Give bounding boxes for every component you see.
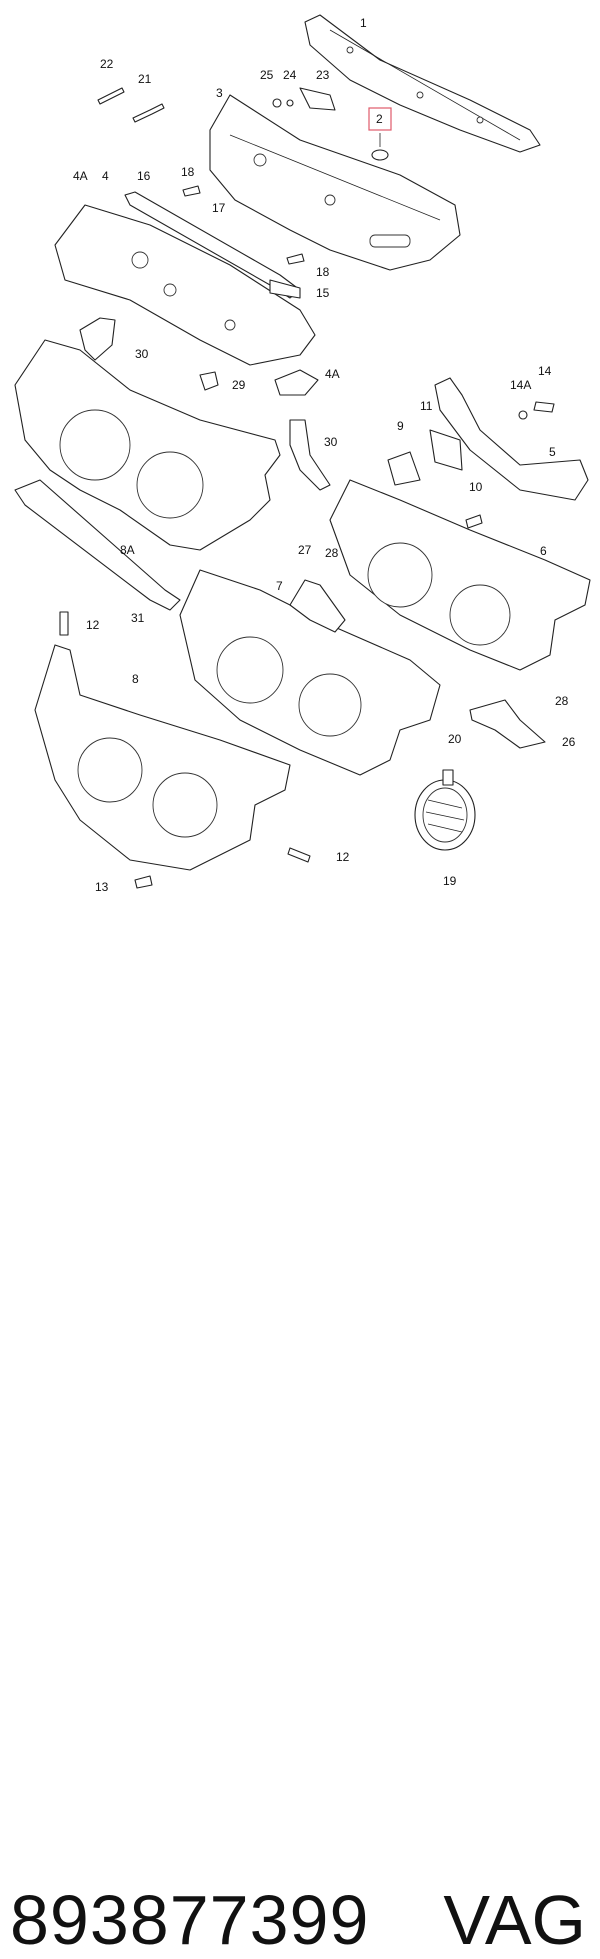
- part-number: 893877399: [10, 1881, 370, 1959]
- callout-6: 6: [540, 544, 547, 558]
- highlight-box: [368, 107, 392, 131]
- callout-18a: 18: [181, 165, 195, 179]
- callout-15: 15: [316, 286, 330, 300]
- exploded-parts-diagram: 1 2 3 4 4A 4A 5 6 7 8 8A 9 10 11 12 12 1…: [14, 14, 591, 894]
- callout-10: 10: [469, 480, 483, 494]
- part-6-lock-carrier: [329, 479, 591, 671]
- callout-1: 1: [360, 16, 367, 30]
- part-9-11-brackets: [387, 429, 463, 486]
- callout-18b: 18: [316, 265, 330, 279]
- callout-14: 14: [538, 364, 552, 378]
- part-27-bracket: [289, 579, 346, 633]
- callout-25: 25: [260, 68, 274, 82]
- part-19-grille: [414, 779, 476, 851]
- callout-27: 27: [298, 543, 312, 557]
- callout-29: 29: [232, 378, 246, 392]
- callout-2: 2: [376, 112, 383, 126]
- callout-26: 26: [562, 735, 576, 749]
- callout-30a: 30: [135, 347, 149, 361]
- part-29-grommet: [199, 371, 219, 391]
- callout-16: 16: [137, 169, 151, 183]
- callout-28b: 28: [555, 694, 569, 708]
- callout-12b: 12: [336, 850, 350, 864]
- callout-21: 21: [138, 72, 152, 86]
- part-31-strip: [14, 479, 181, 611]
- callout-17: 17: [212, 201, 226, 215]
- callout-8: 8: [132, 672, 139, 686]
- caption-bar: 893877399 VAG: [0, 940, 600, 1955]
- callout-labels: 1 2 3 4 4A 4A 5 6 7 8 8A 9 10 11 12 12 1…: [73, 16, 576, 894]
- callout-8a: 8A: [120, 543, 135, 557]
- part-8-lock-carrier: [34, 644, 291, 871]
- part-30-brackets: [79, 317, 331, 491]
- hardware-bolts: [97, 87, 336, 299]
- callout-3: 3: [216, 86, 223, 100]
- part-3-upper-bulkhead: [209, 94, 461, 271]
- part-1-upper-cross-member: [304, 14, 541, 153]
- part-4-lower-bulkhead: [54, 204, 316, 366]
- part-4a-cover: [274, 369, 319, 396]
- part-5-arm: [434, 377, 589, 501]
- callout-24: 24: [283, 68, 297, 82]
- callout-4a: 4A: [73, 169, 88, 183]
- callout-5: 5: [549, 445, 556, 459]
- callout-9: 9: [397, 419, 404, 433]
- callout-19: 19: [443, 874, 457, 888]
- callout-7: 7: [276, 579, 283, 593]
- callout-20: 20: [448, 732, 462, 746]
- hardware-small-bolts: [59, 401, 555, 889]
- callout-30b: 30: [324, 435, 338, 449]
- callout-4a-second: 4A: [325, 367, 340, 381]
- part-26-bracket: [469, 699, 546, 749]
- callout-11: 11: [420, 399, 433, 413]
- callout-23: 23: [316, 68, 330, 82]
- callout-31: 31: [131, 611, 145, 625]
- callout-4: 4: [102, 169, 109, 183]
- part-2-seal: [371, 133, 389, 161]
- brand-label: VAG: [443, 1881, 586, 1959]
- part-8a-lock-carrier: [14, 339, 281, 551]
- callout-12a: 12: [86, 618, 100, 632]
- callout-14a: 14A: [510, 378, 531, 392]
- callout-28a: 28: [325, 546, 339, 560]
- callout-22: 22: [100, 57, 114, 71]
- part-7-lock-carrier: [179, 569, 441, 776]
- callout-13: 13: [95, 880, 109, 894]
